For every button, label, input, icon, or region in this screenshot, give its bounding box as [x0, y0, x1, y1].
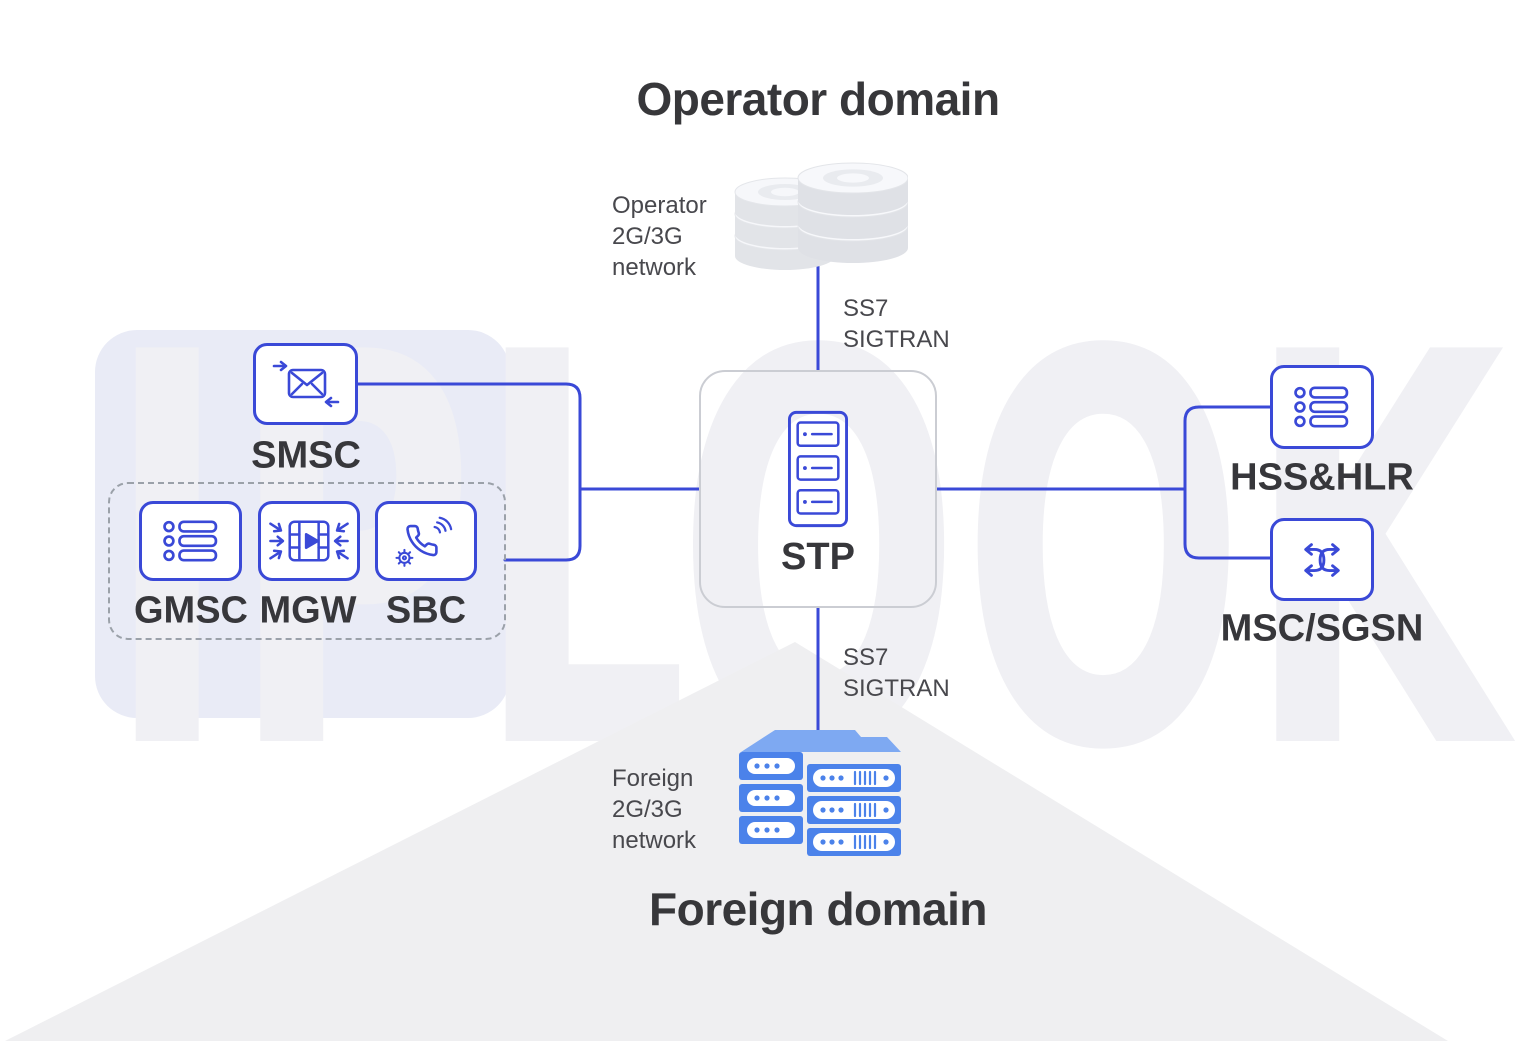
ss7-sigtran-bottom-label: SS7 SIGTRAN [843, 642, 950, 704]
msc-sgsn-label: MSC/SGSN [1220, 607, 1424, 650]
switch-crossover-icon [1304, 542, 1340, 577]
gmsc-node [139, 501, 242, 581]
message-in-out-icon [272, 360, 339, 408]
rack-left-column [739, 752, 803, 844]
ss7-bottom-line2: SIGTRAN [843, 675, 950, 702]
smsc-label: SMSC [251, 434, 361, 477]
foreign-network-line3: network [612, 827, 697, 854]
line-smsc-to-bus [356, 382, 582, 562]
rack-front-column [807, 764, 901, 856]
operator-network-line2: 2G/3G [612, 223, 683, 250]
phone-gear-icon [395, 516, 453, 567]
sound-waves [433, 516, 453, 534]
sbc-label: SBC [385, 589, 467, 632]
foreign-network-line2: 2G/3G [612, 796, 683, 823]
foreign-network-label: Foreign 2G/3G network [612, 763, 696, 856]
media-gateway-icon [269, 520, 349, 562]
ss7-sigtran-top-label: SS7 SIGTRAN [843, 293, 950, 355]
gmsc-label: GMSC [134, 589, 248, 632]
sbc-node [375, 501, 477, 581]
operator-network-line3: network [612, 254, 697, 281]
line-bus-to-hss-msc [1183, 405, 1272, 560]
operator-domain-title: Operator domain [636, 73, 1000, 125]
rack-roof [741, 730, 901, 752]
subscriber-list-icon [162, 520, 217, 562]
foreign-network-line1: Foreign [612, 765, 694, 792]
disk-stack-icon [734, 162, 908, 270]
ss7-bottom-line1: SS7 [843, 644, 889, 671]
mgw-label: MGW [259, 589, 357, 632]
msc-sgsn-node [1270, 518, 1374, 601]
hss-hlr-label: HSS&HLR [1230, 456, 1414, 499]
hss-hlr-node [1270, 365, 1374, 449]
subscriber-list-icon [1294, 386, 1349, 428]
stp-node: STP [699, 370, 937, 608]
stp-label: STP [781, 536, 855, 578]
disk-stack-front [797, 162, 908, 263]
foreign-domain-title: Foreign domain [649, 883, 988, 935]
server-rack-icon [739, 730, 901, 856]
operator-core-group [108, 482, 506, 640]
smsc-node [253, 343, 358, 425]
server-tower-icon [788, 410, 848, 528]
gear [395, 548, 414, 567]
operator-network-line1: Operator [612, 192, 707, 219]
mgw-node [258, 501, 360, 581]
operator-network-label: Operator 2G/3G network [612, 190, 707, 283]
ss7-top-line1: SS7 [843, 295, 889, 322]
ss7-top-line2: SIGTRAN [843, 326, 950, 353]
